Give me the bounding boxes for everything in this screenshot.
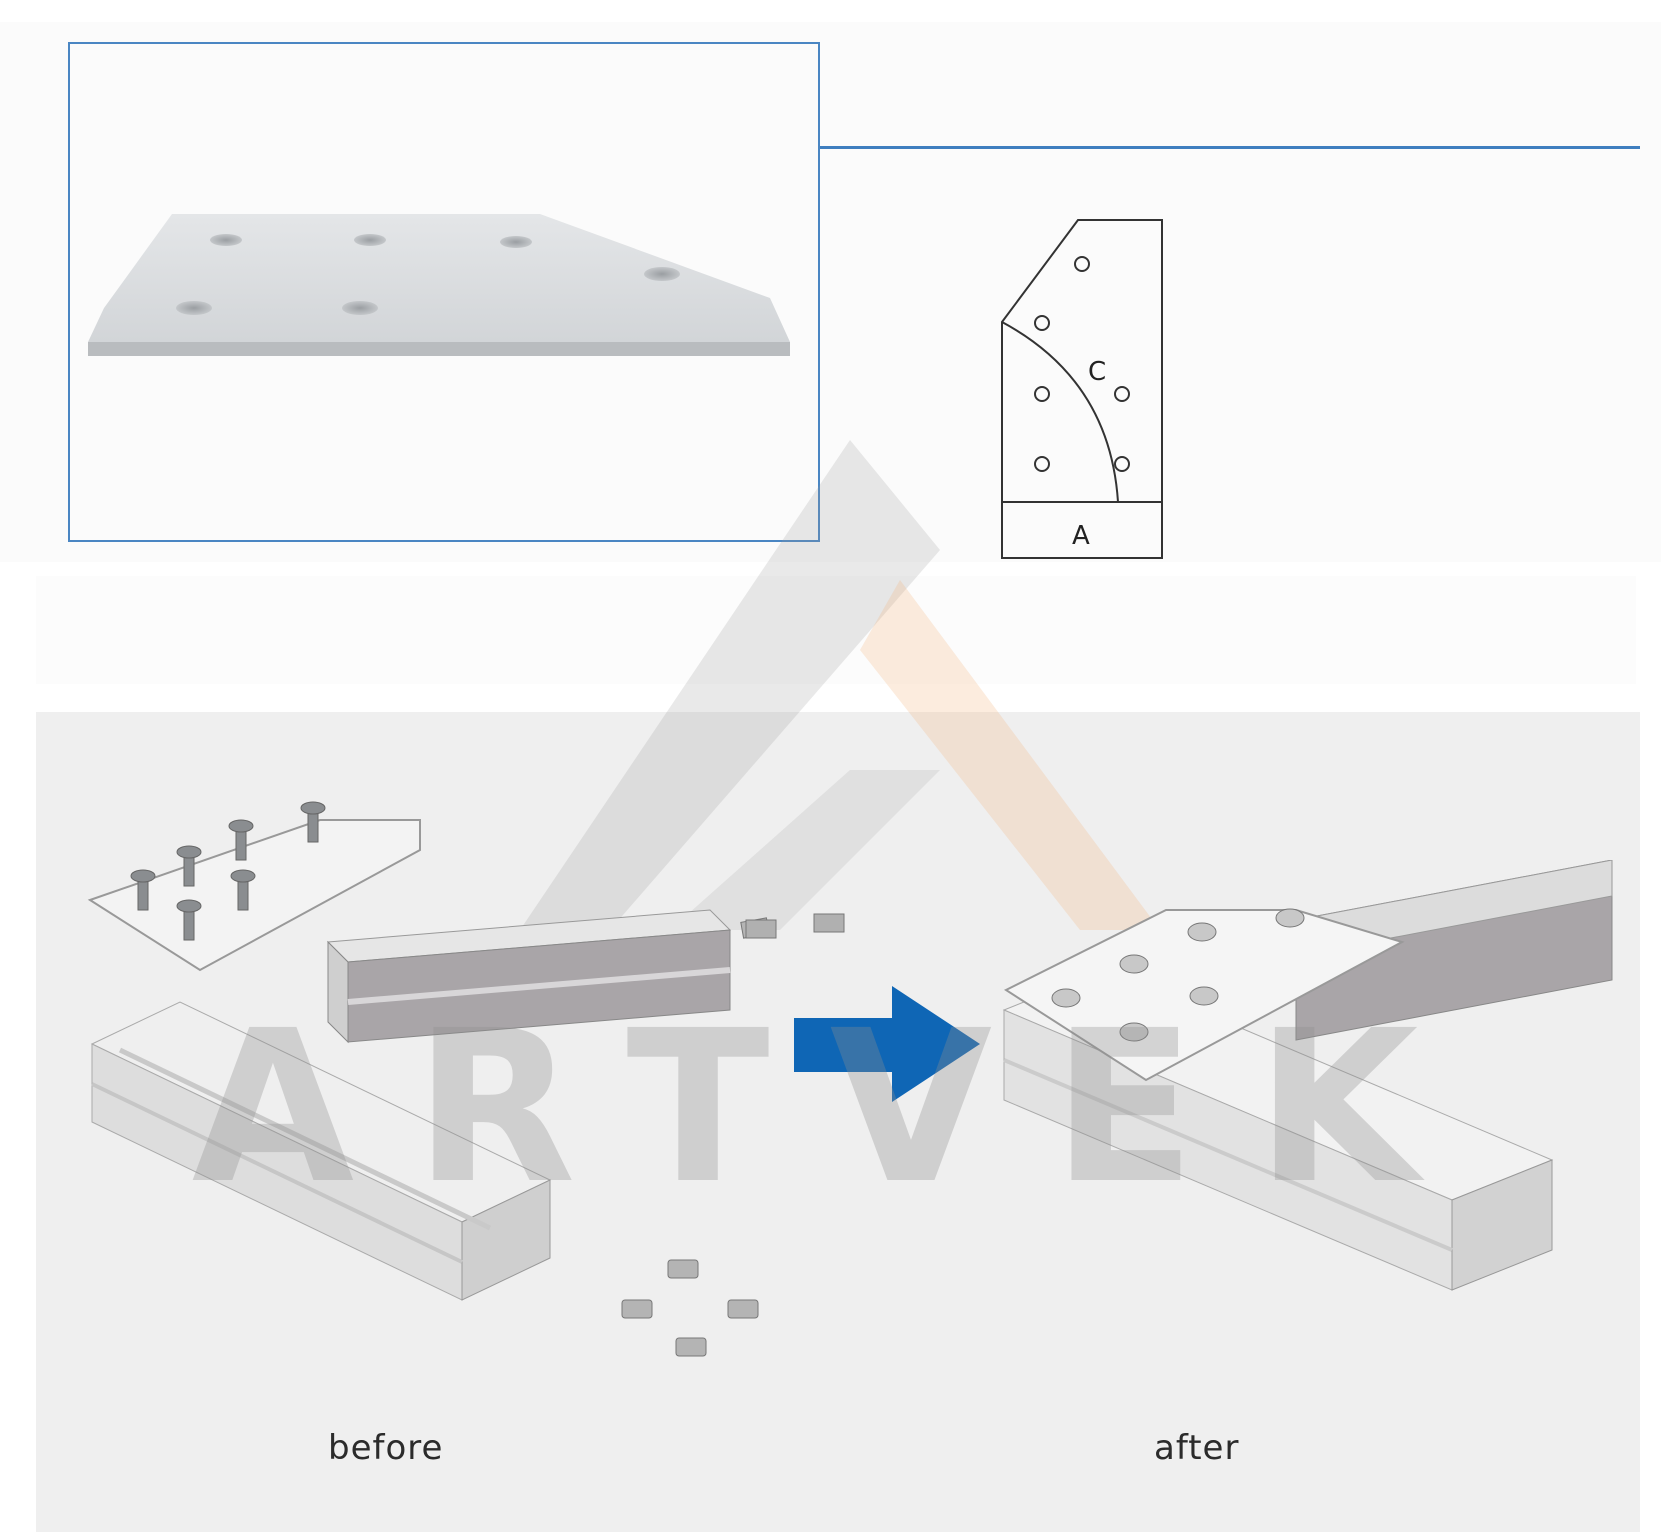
watermark-logo	[520, 440, 1160, 930]
loose-plate	[87, 819, 421, 972]
base-dimension-label: A	[1072, 521, 1090, 551]
plate-hole	[644, 267, 680, 281]
plate-hole	[210, 234, 242, 246]
watermark-brand-text: ARTVEK	[192, 1000, 1479, 1210]
t-nuts-top	[745, 913, 845, 939]
after-caption: after	[1154, 1428, 1240, 1468]
plate-hole	[354, 234, 386, 246]
connector-plate-photo	[88, 214, 790, 356]
before-illustration	[87, 801, 770, 1301]
spacer-band	[36, 576, 1636, 684]
arc-dimension-label: C	[1088, 357, 1106, 387]
before-caption: before	[328, 1428, 444, 1468]
watermark-brand: ARTVEK	[192, 1000, 1479, 1210]
plate-hole	[500, 236, 532, 248]
after-illustration	[1002, 860, 1613, 1291]
callout-line	[820, 146, 1640, 149]
t-nuts-bottom	[621, 1259, 759, 1357]
product-photo-frame	[68, 42, 820, 542]
plate-hole	[176, 301, 212, 315]
plate-edge	[88, 342, 790, 356]
plate-hole	[342, 301, 378, 315]
right-arrow-icon	[794, 986, 980, 1102]
dimension-drawing: C A	[1001, 219, 1163, 559]
plate-top-face	[88, 214, 790, 342]
